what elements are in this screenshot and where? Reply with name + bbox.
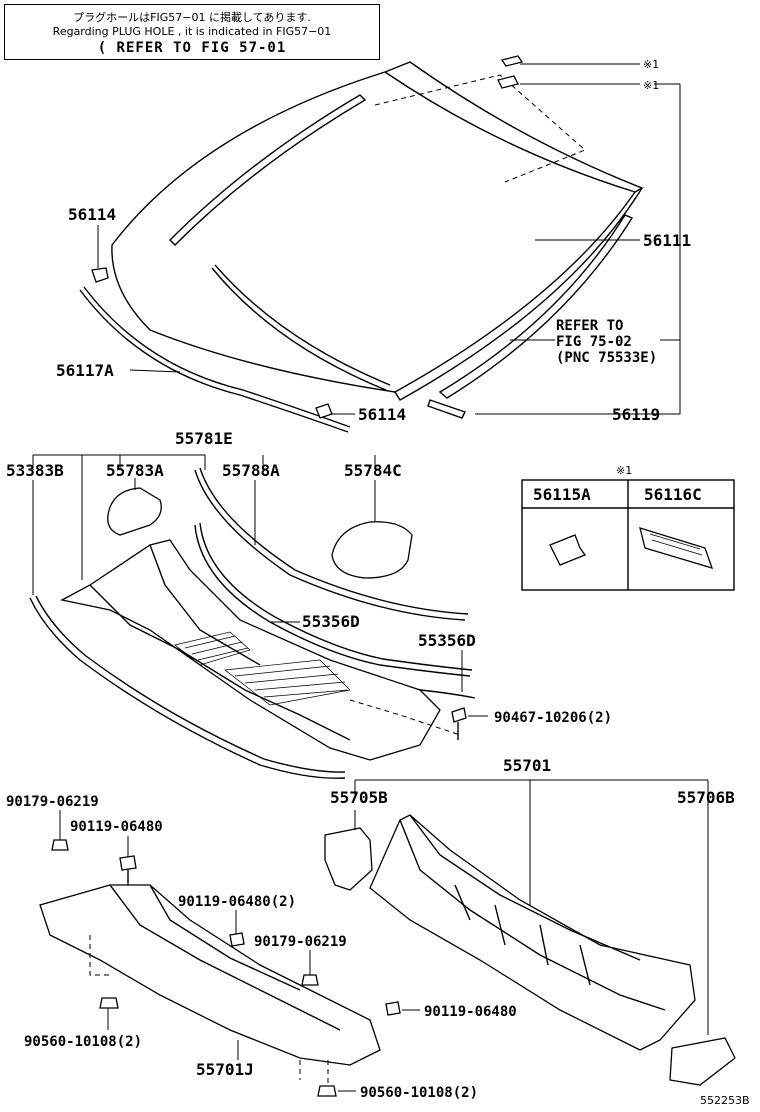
label-55784c: 55784C <box>344 461 402 480</box>
label-55706b: 55706B <box>677 788 735 807</box>
bracket-55705b <box>324 810 373 891</box>
bracket-55706b <box>669 1037 736 1086</box>
inset-box: ※1 56115A 56116C <box>521 464 735 591</box>
seal-55356d-a <box>194 522 473 677</box>
pad-upper <box>500 55 524 67</box>
cover-55783a <box>107 478 162 536</box>
nut-90560-b <box>317 1085 356 1097</box>
label-56111: 56111 <box>643 231 691 250</box>
bolt-90119-a <box>119 855 137 885</box>
cover-55784c <box>331 480 413 579</box>
inset-label-56115a: 56115A <box>533 485 591 504</box>
label-fig-75-02: FIG 75-02 <box>556 334 632 350</box>
label-90560-10108-b: 90560-10108(2) <box>360 1085 478 1101</box>
note-japanese-text: プラグホールはFIG57−01 に掲載してあります. <box>73 11 311 24</box>
nut-90179-a <box>51 839 69 851</box>
part-56116c <box>639 527 714 569</box>
label-90119-06480-b: 90119-06480(2) <box>178 894 296 910</box>
seal-55788a <box>194 467 469 621</box>
cowl-top-panel <box>60 539 461 761</box>
bolt-90467 <box>451 707 488 740</box>
label-56119: 56119 <box>612 405 660 424</box>
label-55356d-b: 55356D <box>418 631 476 650</box>
figure-id: 552253B <box>700 1094 750 1107</box>
reference-note-box: プラグホールはFIG57−01 に掲載してあります. Regarding PLU… <box>4 4 380 60</box>
pad-lower <box>497 75 519 89</box>
weatherstrip-56117a <box>79 286 351 433</box>
inset-label-56116c: 56116C <box>644 485 702 504</box>
windshield-glass <box>111 61 644 401</box>
label-55701j: 55701J <box>196 1060 254 1079</box>
note-refer-text: ( REFER TO FIG 57-01 <box>97 40 287 56</box>
label-90467-10206: 90467-10206(2) <box>494 710 612 726</box>
label-90119-06480-c: 90119-06480 <box>424 1004 517 1020</box>
molding-56119 <box>427 214 634 419</box>
label-90179-06219-b: 90179-06219 <box>254 934 347 950</box>
label-56117a: 56117A <box>56 361 114 380</box>
label-pnc-75533e: (PNC 75533E) <box>556 350 657 366</box>
label-55705b: 55705B <box>330 788 388 807</box>
label-90119-06480-a: 90119-06480 <box>70 819 163 835</box>
mark-1-lower: ※1 <box>643 79 659 92</box>
label-55788a: 55788A <box>222 461 280 480</box>
cowl-panel-55701 <box>369 814 696 1051</box>
label-refer-to: REFER TO <box>556 318 623 334</box>
label-55781e: 55781E <box>175 429 233 448</box>
mark-1-upper: ※1 <box>643 58 659 71</box>
bolt-90119-b <box>229 932 245 947</box>
clip-56114-upper <box>91 267 109 283</box>
nut-90560-a <box>99 997 119 1030</box>
note-english-text: Regarding PLUG HOLE , it is indicated in… <box>52 25 332 38</box>
label-90179-06219-a: 90179-06219 <box>6 794 99 810</box>
cowl-panel-55701j <box>39 884 381 1085</box>
label-55783a: 55783A <box>106 461 164 480</box>
label-55356d-a: 55356D <box>302 612 360 631</box>
label-55701: 55701 <box>503 756 551 775</box>
inset-mark-1: ※1 <box>616 464 632 477</box>
label-56114-lower: 56114 <box>358 405 406 424</box>
nut-90179-b <box>301 974 319 986</box>
seal-53383b <box>29 480 346 779</box>
part-56115a <box>549 534 587 566</box>
bolt-90119-c <box>385 1001 420 1016</box>
label-90560-10108-a: 90560-10108(2) <box>24 1034 142 1050</box>
label-53383b: 53383B <box>6 461 64 480</box>
label-56114-upper: 56114 <box>68 205 116 224</box>
